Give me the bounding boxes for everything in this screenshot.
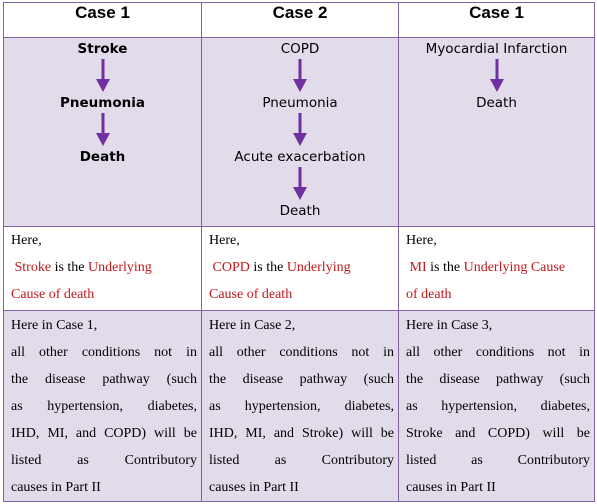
note-underlying: Underlying Cause	[463, 260, 566, 275]
description-line: the disease pathway (such	[406, 372, 590, 387]
flow-cell-3: Myocardial Infarction Death	[398, 37, 595, 227]
description-line: listed as Contributory	[406, 453, 590, 468]
note-cause: MI	[409, 260, 427, 275]
description-line: Here in Case 2,	[209, 318, 296, 333]
description-line: as hypertension, diabetes,	[11, 399, 197, 414]
note-cause: COPD	[212, 260, 250, 275]
description-line: causes in Part II	[406, 480, 496, 495]
note-cause-of-death: Cause of death	[11, 287, 95, 302]
flow-node: Pneumonia	[60, 95, 145, 111]
note-underlying: Underlying	[286, 260, 351, 275]
down-arrow-icon	[95, 59, 110, 92]
down-arrow-icon	[293, 167, 307, 200]
down-arrow-icon	[489, 59, 504, 92]
description-line: IHD, MI, and COPD) will be	[11, 426, 197, 441]
flow-row: Stroke Pneumonia Death COPD Pneumonia Ac…	[3, 37, 595, 227]
note-cause-of-death: Cause of death	[209, 287, 293, 302]
flow-chart-1: Stroke Pneumonia Death	[4, 38, 201, 166]
note-cell-2: Here, COPD is the Underlying Cause of de…	[201, 226, 399, 311]
header-case-3: Case 1	[398, 2, 595, 38]
description-line: all other conditions not in	[11, 345, 197, 360]
flow-cell-1: Stroke Pneumonia Death	[3, 37, 202, 227]
flow-node: Death	[279, 203, 321, 219]
down-arrow-icon	[293, 59, 307, 92]
case-table: Case 1 Case 2 Case 1 Stroke Pneumonia De…	[3, 2, 595, 502]
note-here: Here,	[209, 233, 240, 248]
note-cause-of-death: of death	[406, 287, 452, 302]
flow-node: Acute exacerbation	[234, 149, 366, 165]
note-is-the: is the	[430, 260, 461, 275]
description-cell-1: Here in Case 1, all other conditions not…	[3, 310, 202, 502]
description-line: as hypertension, diabetes,	[406, 399, 590, 414]
down-arrow-icon	[293, 113, 307, 146]
note-cell-1: Here, Stroke is the Underlying Cause of …	[3, 226, 202, 311]
description-line: all other conditions not in	[209, 345, 394, 360]
description-row: Here in Case 1, all other conditions not…	[3, 310, 595, 502]
flow-node: Myocardial Infarction	[425, 41, 568, 57]
description-line: causes in Part II	[11, 480, 101, 495]
description-line: the disease pathway (such	[209, 372, 394, 387]
description-line: listed as Contributory	[11, 453, 197, 468]
flow-node: Death	[79, 149, 126, 165]
description-line: as hypertension, diabetes,	[209, 399, 394, 414]
description-line: listed as Contributory	[209, 453, 394, 468]
flow-chart-2: COPD Pneumonia Acute exacerbation Death	[202, 38, 398, 220]
description-line: the disease pathway (such	[11, 372, 197, 387]
description-line: Here in Case 3,	[406, 318, 493, 333]
note-here: Here,	[406, 233, 437, 248]
flow-node: Stroke	[77, 41, 128, 57]
note-cell-3: Here, MI is the Underlying Cause of deat…	[398, 226, 595, 311]
flow-node: Death	[476, 95, 517, 111]
note-is-the: is the	[253, 260, 284, 275]
description-line: IHD, MI, and Stroke) will be	[209, 426, 394, 441]
description-line: Here in Case 1,	[11, 318, 98, 333]
header-case-1: Case 1	[3, 2, 202, 38]
flow-node: COPD	[280, 41, 320, 57]
note-cause: Stroke	[14, 260, 52, 275]
down-arrow-icon	[95, 113, 110, 146]
note-underlying: Underlying	[88, 260, 152, 275]
header-row: Case 1 Case 2 Case 1	[3, 2, 595, 38]
note-is-the: is the	[54, 260, 85, 275]
flow-node: Pneumonia	[262, 95, 338, 111]
flow-cell-2: COPD Pneumonia Acute exacerbation Death	[201, 37, 399, 227]
description-line: all other conditions not in	[406, 345, 590, 360]
description-cell-2: Here in Case 2, all other conditions not…	[201, 310, 399, 502]
note-here: Here,	[11, 233, 42, 248]
note-row: Here, Stroke is the Underlying Cause of …	[3, 226, 595, 311]
header-case-2: Case 2	[201, 2, 399, 38]
description-cell-3: Here in Case 3, all other conditions not…	[398, 310, 595, 502]
flow-chart-3: Myocardial Infarction Death	[399, 38, 594, 112]
description-line: Stroke and COPD) will be	[406, 426, 590, 441]
description-line: causes in Part II	[209, 480, 299, 495]
